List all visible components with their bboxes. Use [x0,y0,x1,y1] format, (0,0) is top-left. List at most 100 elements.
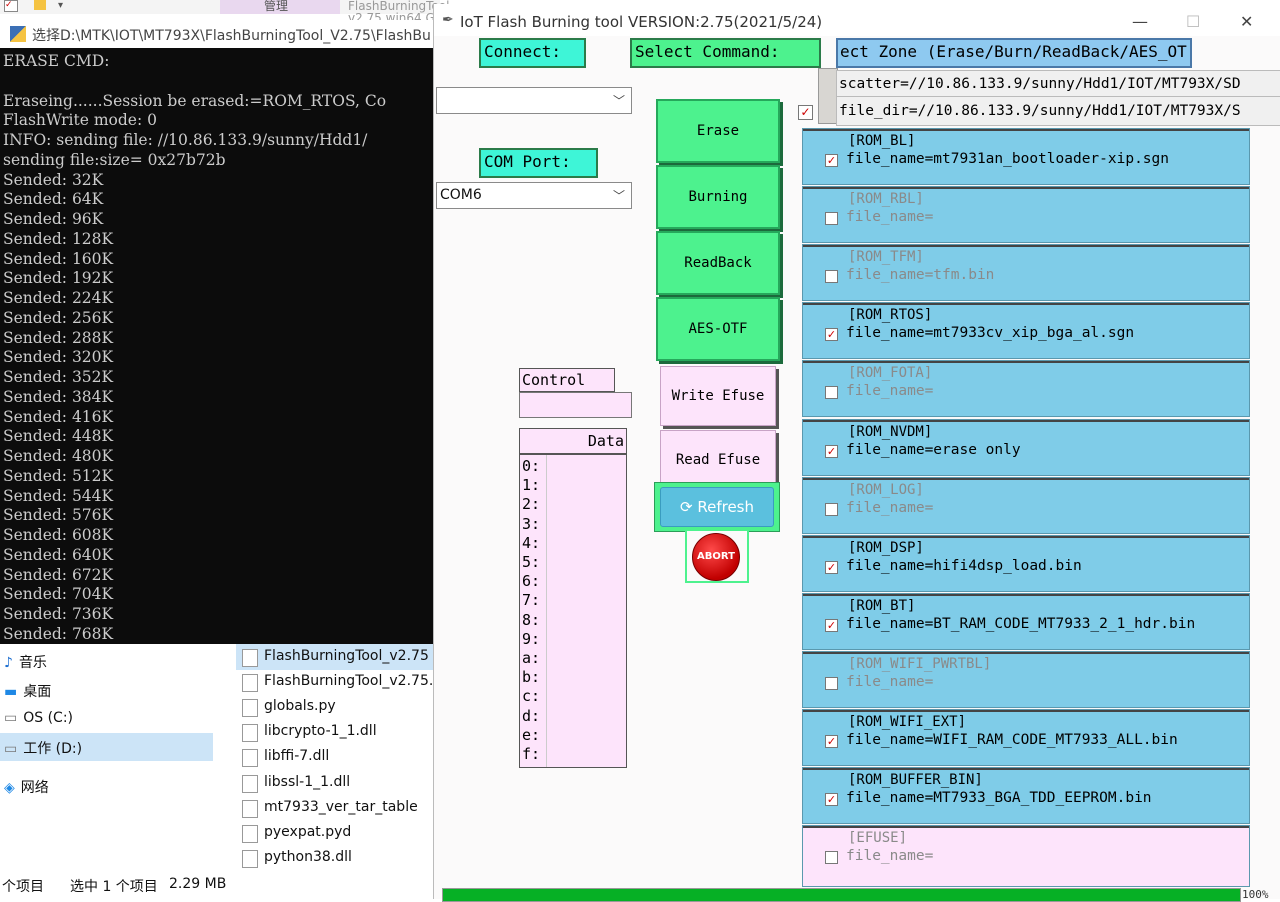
zone-file-name[interactable]: file_name= [846,209,934,226]
zone-file-name[interactable]: file_name=BT_RAM_CODE_MT7933_2_1_hdr.bin [846,615,1196,632]
console-line: FlashWrite mode: 0 [3,111,157,130]
com-port-label: COM Port: [479,148,598,178]
read-efuse-button[interactable]: Read Efuse [660,430,776,490]
zone-checkbox[interactable]: ✓ [825,560,838,574]
status-size: 2.29 MB [169,876,227,892]
zone-checkbox[interactable] [825,386,838,400]
zone-file-name[interactable]: file_name=mt7931an_bootloader-xip.sgn [846,151,1170,167]
tool-title-bar[interactable]: ✒ IoT Flash Burning tool VERSION:2.75(20… [434,4,1280,36]
zone-checkbox[interactable]: ✓ [825,154,838,167]
nav-item[interactable]: ▬ 桌面 [4,681,51,701]
network-icon: ◈ [4,780,15,796]
file-item[interactable]: libcrypto-1_1.dll [264,723,377,740]
zone-file-name[interactable]: file_name= [846,848,934,865]
aes-otf-button[interactable]: AES-OTF [656,297,780,361]
data-row-label: 4: [522,533,541,552]
desktop-icon: ▬ [4,684,18,700]
nav-selected-highlight [0,733,213,761]
file-selected-highlight [236,644,433,670]
file-item[interactable]: mt7933_ver_tar_table [264,798,418,815]
flash-tool-window: ✒ IoT Flash Burning tool VERSION:2.75(20… [433,4,1280,902]
console-line: Sended: 160K [3,249,114,268]
file-item[interactable]: libssl-1_1.dll [264,773,351,790]
zone-file-name[interactable]: file_name= [846,673,934,690]
nav-item[interactable]: ▭OS (C:) [4,710,73,726]
file-item[interactable]: libffi-7.dll [264,748,330,765]
zone-checkbox[interactable] [825,676,838,690]
zone-checkbox[interactable]: ✓ [825,793,838,807]
data-values[interactable] [546,455,625,767]
zone-checkbox[interactable]: ✓ [825,735,838,748]
file-icon [242,674,258,693]
nav-item-label: 桌面 [23,684,52,700]
zone-item: ✓[ROM_BUFFER_BIN]file_name=MT7933_BGA_TD… [802,767,1250,825]
zone-name: [ROM_FOTA] [848,365,933,382]
write-efuse-button[interactable]: Write Efuse [660,366,776,426]
console-line: Sended: 736K [3,605,114,623]
console-line: Sended: 704K [3,585,114,604]
erase-button[interactable]: Erase [656,99,780,163]
zone-checkbox[interactable] [825,502,838,516]
data-row-label: 1: [522,476,541,495]
zone-checkbox[interactable]: ✓ [825,328,838,342]
zone-file-name[interactable]: file_name=WIFI_RAM_CODE_MT7933_ALL.bin [846,732,1178,748]
zone-file-name[interactable]: file_name= [846,499,934,516]
connect-dropdown[interactable]: ﹀ [436,87,632,114]
zone-file-name[interactable]: file_name= [846,383,934,400]
abort-button[interactable]: ABORT [685,529,749,583]
connect-label: Connect: [479,38,586,68]
zone-item: ✓[ROM_BL]file_name=mt7931an_bootloader-x… [802,128,1250,185]
file-icon [242,749,258,768]
console-line: Sended: 512K [3,466,114,485]
console-title: 选择D:\MTK\IOT\MT793X\FlashBurningTool_V2.… [32,28,431,44]
nav-item[interactable]: ▭工作 (D:) [4,738,82,758]
control-input[interactable] [519,392,632,418]
file-item[interactable]: pyexpat.pyd [264,823,352,840]
refresh-button[interactable]: ⟳ Refresh [654,482,780,532]
zone-name: [ROM_TFM] [848,249,924,266]
console-output[interactable]: ERASE CMD:Eraseing......Session be erase… [0,48,433,644]
zone-checkbox[interactable] [825,212,838,226]
burning-button[interactable]: Burning [656,165,780,229]
file-item[interactable]: FlashBurningTool_v2.75 [264,648,429,664]
ribbon-tab-manage[interactable]: 管理 [220,0,340,14]
nav-item[interactable]: ◈网络 [4,777,49,797]
zone-checkbox[interactable] [825,851,838,865]
file-item[interactable]: FlashBurningTool_v2.75.e [264,673,442,690]
readback-button[interactable]: ReadBack [656,231,780,295]
console-line: Sended: 416K [3,407,114,426]
dropdown-icon[interactable]: ▾ [58,0,64,11]
refresh-label: Refresh [697,498,754,516]
file-dir-checkbox[interactable]: ✓ [798,105,813,120]
zone-file-name[interactable]: file_name=mt7933cv_xip_bga_al.sgn [846,325,1135,342]
data-row-label: 8: [522,610,541,629]
zone-checkbox[interactable] [825,270,838,284]
file-item[interactable]: globals.py [264,698,336,715]
zone-checkbox[interactable]: ✓ [825,444,838,458]
maximize-icon[interactable]: ☐ [1186,12,1201,31]
zone-name: [EFUSE] [848,830,908,847]
file-item[interactable]: python38.dll [264,848,352,865]
console-line: Sended: 224K [3,289,114,307]
zone-scrollbar-handle[interactable] [818,68,838,124]
zone-file-name[interactable]: file_name=hifi4dsp_load.bin [846,557,1082,574]
console-title-bar[interactable]: 选择D:\MTK\IOT\MT793X\FlashBurningTool_V2.… [0,20,440,49]
console-line: Sended: 96K [3,210,104,228]
com-port-dropdown[interactable]: COM6 ﹀ [436,182,632,209]
data-label: Data [519,428,627,454]
zone-checkbox[interactable]: ✓ [825,618,838,632]
console-line: Sended: 288K [3,328,114,347]
nav-item[interactable]: ♪音乐 [4,652,47,672]
select-command-label: Select Command: [630,38,821,68]
checkbox-icon[interactable]: ✓ [4,0,18,12]
zone-file-name[interactable]: file_name=tfm.bin [846,267,995,284]
zone-item: [ROM_WIFI_PWRTBL]file_name= [802,650,1250,708]
nav-item-label: 音乐 [18,655,47,671]
zone-file-name[interactable]: file_name=erase only [846,441,1021,458]
zone-file-name[interactable]: file_name=MT7933_BGA_TDD_EEPROM.bin [846,790,1152,807]
minimize-icon[interactable]: — [1132,12,1148,31]
drive-icon: ▭ [4,710,18,726]
file-icon [242,724,258,743]
close-icon[interactable]: ✕ [1240,12,1254,31]
data-row-label: c: [522,687,541,706]
